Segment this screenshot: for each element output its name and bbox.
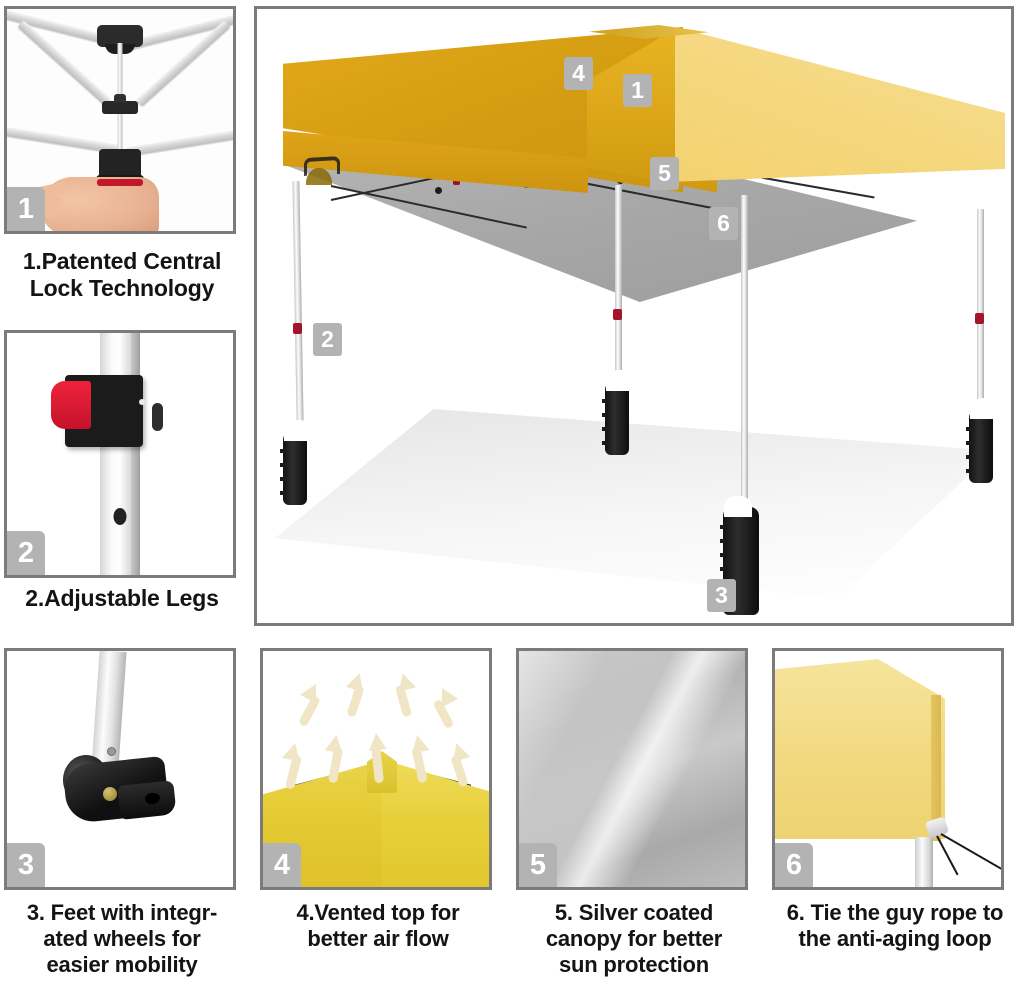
feature-3-image-panel: 3	[4, 648, 236, 890]
feature-4-caption-line-1: 4.Vented top for	[296, 900, 460, 925]
feature-3-caption: 3. Feet with integr- ated wheels for eas…	[2, 900, 242, 978]
feature-2-caption: 2.Adjustable Legs	[4, 585, 240, 612]
feature-1-caption-line-1: 1.Patented Central	[22, 248, 222, 274]
feature-6-caption-line-1: 6. Tie the guy rope to	[786, 900, 1004, 925]
feature-5-caption: 5. Silver coated canopy for better sun p…	[514, 900, 754, 978]
leg-latch-clip-left	[293, 323, 302, 334]
feature-5-caption-line-3: sun protection	[559, 951, 709, 977]
brand-logo-icon	[295, 155, 343, 185]
feature-5-badge: 5	[519, 843, 557, 887]
feature-1-caption: 1.Patented Central Lock Technology	[4, 248, 240, 302]
feature-6-image-panel: 6	[772, 648, 1004, 890]
feature-3-badge: 3	[7, 843, 45, 887]
feature-2-image-panel: 2	[4, 330, 236, 578]
feature-1-caption-line-2: Lock Technology	[29, 275, 215, 302]
guy-rope-strand-1	[940, 833, 1001, 874]
feature-4-image-panel: 4	[260, 648, 492, 890]
canopy-leg-front-right	[741, 195, 748, 535]
feature-3-caption-line-3: easier mobility	[46, 951, 198, 977]
canopy-leg-pole	[100, 333, 140, 575]
hero-badge-4: 4	[564, 57, 593, 90]
hero-badge-6: 6	[709, 207, 738, 240]
airflow-arrow-8	[394, 670, 416, 693]
feature-2-caption-line-1: 2.Adjustable Legs	[25, 585, 219, 611]
airflow-arrow-6	[300, 679, 324, 704]
canopy-sidewall	[775, 659, 945, 839]
feature-5-caption-line-2: canopy for better	[545, 925, 723, 951]
weight-bag-right	[966, 398, 998, 483]
foot-assembly-screw	[103, 787, 117, 801]
hero-badge-2: 2	[313, 323, 342, 356]
leg-latch-clip-mid	[613, 309, 622, 320]
truss-node-1	[435, 187, 442, 194]
hero-canopy-panel: 4 1 5 6 2 3	[254, 6, 1014, 626]
central-lock-body	[96, 149, 144, 197]
weight-bag-left	[280, 420, 312, 505]
feature-4-caption: 4.Vented top for better air flow	[258, 900, 498, 952]
leg-latch-red-button	[51, 381, 91, 429]
hero-badge-3: 3	[707, 579, 736, 612]
hero-badge-1: 1	[623, 74, 652, 107]
canopy-corner-seam	[931, 695, 941, 841]
airflow-arrow-3	[367, 732, 387, 751]
feature-6-caption-line-2: the anti-aging loop	[798, 925, 992, 951]
feature-2-badge: 2	[7, 531, 45, 575]
leg-latch-clip-right	[975, 313, 984, 324]
hero-badge-5: 5	[650, 157, 679, 190]
feature-6-caption: 6. Tie the guy rope to the anti-aging lo…	[768, 900, 1022, 952]
center-slider-clip	[102, 94, 138, 114]
canopy-leg-far-right	[977, 209, 984, 439]
airflow-arrow-5	[447, 740, 471, 763]
feature-5-caption-line-1: 5. Silver coated	[554, 900, 714, 925]
feature-3-caption-line-2: ated wheels for	[43, 925, 201, 951]
feature-4-caption-line-2: better air flow	[307, 925, 449, 951]
feature-5-image-panel: 5	[516, 648, 748, 890]
leg-adjustment-hole	[113, 508, 127, 525]
central-lock-red-band	[97, 179, 143, 186]
airflow-arrow-4	[408, 733, 430, 754]
airflow-arrow-2	[324, 733, 346, 754]
feature-6-badge: 6	[775, 843, 813, 887]
feature-1-image-panel: 1	[4, 6, 236, 234]
vented-roof-right-slope	[381, 759, 489, 887]
feature-4-badge: 4	[263, 843, 301, 887]
feature-3-caption-line-1: 3. Feet with integr-	[26, 900, 218, 925]
leg-latch-slot	[152, 403, 163, 431]
airflow-arrow-7	[345, 670, 369, 693]
leg-tube-screw	[107, 747, 116, 756]
feature-1-badge: 1	[7, 187, 45, 231]
canopy-corner-leg	[915, 837, 933, 887]
canopy-leg-mid	[615, 185, 622, 403]
leg-latch-pin	[139, 399, 145, 405]
weight-bag-mid	[602, 370, 634, 455]
